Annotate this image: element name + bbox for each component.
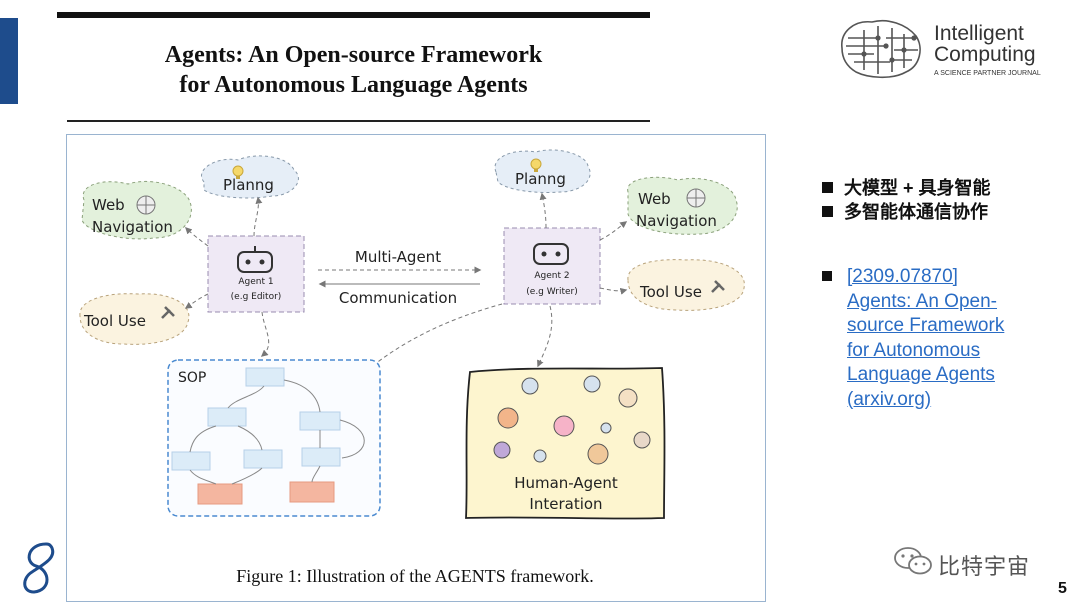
robot-icon: [237, 246, 273, 273]
title-rule: [67, 120, 650, 122]
right-web-navigation-bubble: Web Navigation: [627, 176, 738, 235]
left-web-navigation-bubble: Web Navigation: [81, 180, 192, 240]
communication-label: Communication: [339, 289, 457, 307]
watermark-text: 比特宇宙: [938, 554, 1031, 579]
bullet-text-2: 多智能体通信协作: [844, 202, 988, 222]
left-tool-use-bubble: Tool Use: [79, 293, 190, 345]
left-accent-bar: [0, 18, 18, 104]
bullet-square-icon: [822, 182, 833, 193]
bullet-square-icon: [822, 271, 832, 281]
interaction-label-line-1: Human-Agent: [514, 474, 618, 492]
right-tool-use-label: Tool Use: [639, 283, 702, 301]
hammer-icon: [711, 280, 725, 293]
participant-icons: [493, 375, 651, 465]
agent-1-role: (e.g Editor): [231, 292, 282, 302]
human-agent-interaction-box: Human-Agent Interation: [465, 367, 666, 520]
globe-icon: [686, 188, 706, 208]
bullet-text-1: 大模型 + 具身智能: [844, 178, 991, 198]
page-number: 5: [1058, 580, 1067, 597]
sop-box: SOP: [167, 359, 381, 517]
logo-name-line-1: Intelligent: [934, 22, 1024, 45]
reference-line: Agents: An Open-: [847, 290, 997, 312]
logo-name-line-2: Computing: [934, 43, 1036, 66]
right-navigation-label: Navigation: [636, 212, 717, 230]
reference-line: for Autonomous: [847, 339, 981, 361]
sop-label: SOP: [178, 370, 206, 386]
left-planning-bubble: Planng: [201, 155, 299, 199]
reference-line: source Framework: [847, 315, 1005, 336]
left-navigation-label: Navigation: [92, 218, 173, 236]
brain-circuit-icon: [841, 20, 921, 79]
lightbulb-icon: [232, 165, 244, 179]
slide-title-line-2: for Autonomous Language Agents: [179, 72, 528, 98]
sop-end-states: [197, 481, 335, 505]
left-planning-label: Planng: [223, 176, 274, 194]
agent-2-role: (e.g Writer): [526, 287, 577, 297]
reference-line: (arxiv.org): [847, 388, 932, 410]
bullet-item-1: 大模型 + 具身智能: [822, 176, 991, 200]
figure-caption: Figure 1: Illustration of the AGENTS fra…: [236, 566, 594, 586]
agent-1-box: Agent 1 (e.g Editor): [207, 235, 305, 313]
left-tool-use-label: Tool Use: [83, 312, 146, 330]
connectors: [184, 192, 628, 381]
agent-1-name: Agent 1: [238, 277, 273, 287]
hammer-icon: [161, 306, 175, 319]
left-web-label: Web: [92, 196, 125, 214]
agent-2-name: Agent 2: [534, 271, 569, 281]
multi-agent-label: Multi-Agent: [355, 248, 441, 266]
right-tool-use-bubble: Tool Use: [627, 259, 745, 311]
wechat-icon: [894, 547, 932, 575]
reference-line: Language Agents: [847, 364, 995, 385]
agent-2-box: Agent 2 (e.g Writer): [503, 227, 601, 305]
agents-framework-diagram: Planng Web Navigation Tool Use Agent 1 (…: [79, 149, 745, 520]
right-planning-label: Planng: [515, 170, 566, 188]
logo-tagline: A SCIENCE PARTNER JOURNAL: [934, 70, 1041, 77]
right-planning-bubble: Planng: [494, 149, 591, 193]
globe-icon: [136, 195, 156, 215]
top-rule: [57, 12, 650, 18]
bullet-item-2: 多智能体通信协作: [822, 200, 988, 224]
arxiv-reference-link[interactable]: [2309.07870] Agents: An Open- source Fra…: [847, 265, 1047, 412]
lightbulb-icon: [530, 158, 542, 172]
reference-line: [2309.07870]: [847, 266, 958, 287]
slide-title-line-1: Agents: An Open-source Framework: [164, 42, 543, 68]
robot-icon: [533, 243, 569, 265]
sop-flowchart: [171, 367, 341, 471]
right-web-label: Web: [638, 190, 671, 208]
bullet-square-icon: [822, 206, 833, 217]
interaction-label-line-2: Interation: [529, 495, 602, 513]
publisher-mark-icon: [23, 542, 55, 594]
journal-logo: Intelligent Computing A SCIENCE PARTNER …: [841, 20, 1041, 79]
